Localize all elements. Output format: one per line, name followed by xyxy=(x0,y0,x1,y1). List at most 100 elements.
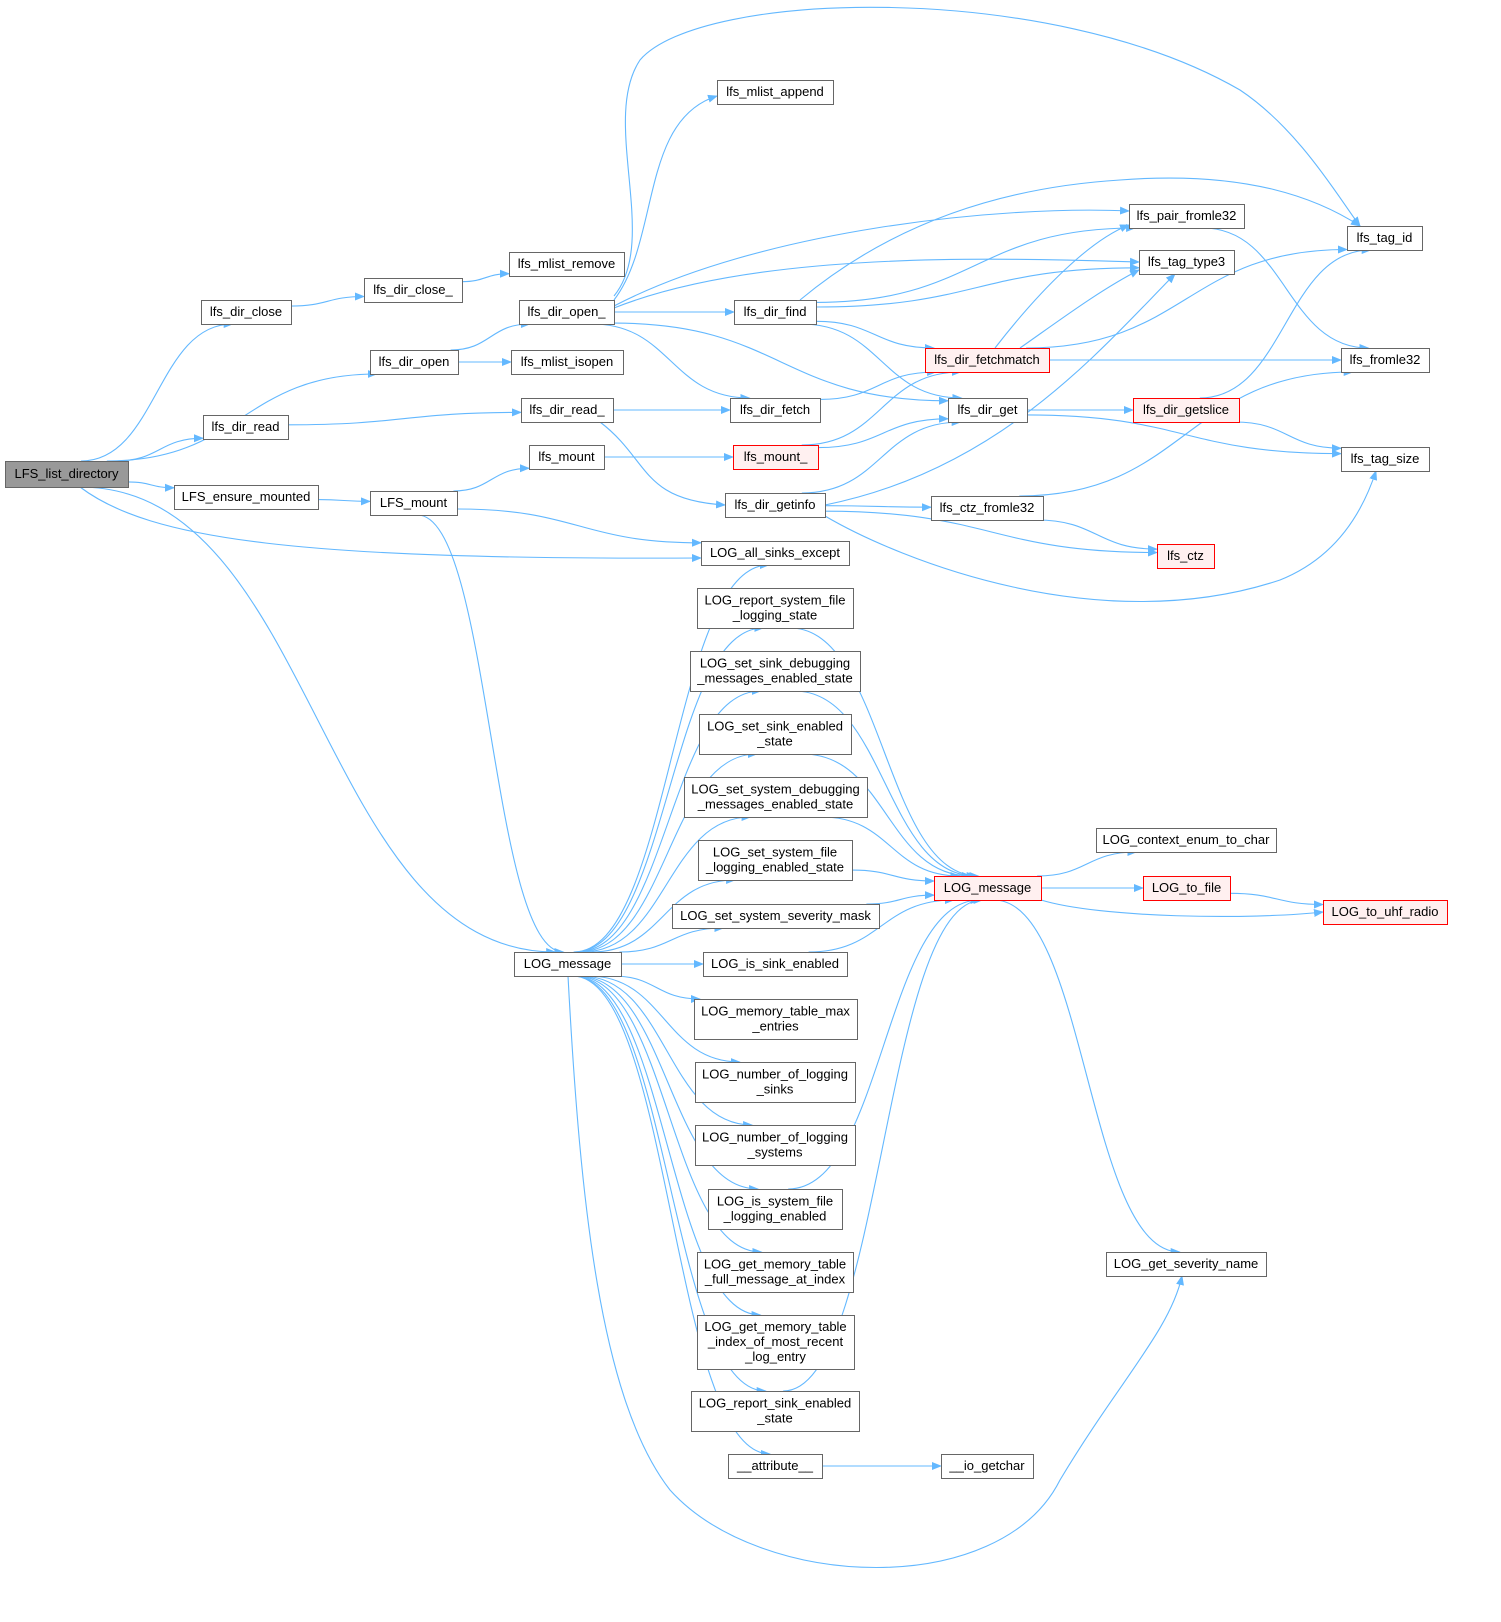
node-LOG_set_system_severity_mask[interactable]: LOG_set_system_severity_mask xyxy=(672,904,880,929)
node-lfs_dir_close[interactable]: lfs_dir_close xyxy=(201,300,292,325)
node-LOG_to_file[interactable]: LOG_to_file xyxy=(1143,876,1231,901)
node-LOG_number_of_logging_systems[interactable]: LOG_number_of_logging_systems xyxy=(695,1125,856,1166)
node-box xyxy=(728,1454,823,1479)
node-label: _state xyxy=(756,1411,792,1426)
edge-root-to-lfs_dir_close xyxy=(80,320,234,462)
edge-LOG_message_b-to-LOG_get_severity_name xyxy=(993,899,1181,1256)
node-LFS_ensure_mounted[interactable]: LFS_ensure_mounted xyxy=(174,485,319,510)
node-label: LOG_memory_table_max xyxy=(701,1004,850,1019)
node-box xyxy=(684,777,868,818)
edge-LOG_set_sink_enabled_state-to-LOG_message_b xyxy=(802,753,972,880)
node-label: lfs_dir_close xyxy=(210,304,282,319)
node-LOG_all_sinks_except[interactable]: LOG_all_sinks_except xyxy=(701,541,850,566)
node-label: _index_of_most_recent xyxy=(707,1334,844,1349)
node-label: lfs_dir_getinfo xyxy=(735,497,816,512)
node-lfs_ctz_fromle32[interactable]: lfs_ctz_fromle32 xyxy=(931,496,1044,521)
node-lfs_tag_id[interactable]: lfs_tag_id xyxy=(1347,226,1423,251)
node-label: LOG_get_severity_name xyxy=(1114,1256,1259,1271)
node-layer: LFS_list_directory lfs_dir_close lfs_dir_o… xyxy=(5,80,1448,1479)
edge-LOG_message_a-to-LOG_number_of_logging_sinks xyxy=(588,975,741,1066)
edge-LOG_to_file-to-LOG_to_uhf_radio xyxy=(1229,892,1324,909)
node-box xyxy=(1341,447,1430,472)
node-label: lfs_dir_close_ xyxy=(373,282,453,297)
node-LOG_memory_table_max_entries[interactable]: LOG_memory_table_max_entries xyxy=(694,999,858,1040)
edge-LOG_message_a-to-LOG_set_sink_enabled_state xyxy=(578,750,758,953)
node-box xyxy=(699,714,852,755)
node-label: LOG_message xyxy=(944,880,1031,895)
node-lfs_dir_fetch[interactable]: lfs_dir_fetch xyxy=(730,398,821,423)
node-lfs_dir_find[interactable]: lfs_dir_find xyxy=(734,300,817,325)
edge-lfs_dir_open_-to-lfs_dir_fetch xyxy=(591,323,751,402)
node-LOG_report_sink_enabled_state[interactable]: LOG_report_sink_enabled_state xyxy=(691,1391,860,1432)
node-LOG_set_sink_debugging_messages_enabled_state[interactable]: LOG_set_sink_debugging_messages_enabled_… xyxy=(690,651,861,692)
edge-layer xyxy=(79,6,1378,1568)
node-lfs_dir_getinfo[interactable]: lfs_dir_getinfo xyxy=(725,493,826,518)
node-label: _logging_enabled_state xyxy=(705,860,844,875)
node-lfs_tag_size[interactable]: lfs_tag_size xyxy=(1341,447,1430,472)
node-box xyxy=(734,300,817,325)
node-lfs_dir_close_[interactable]: lfs_dir_close_ xyxy=(364,278,463,303)
edge-LOG_message_a-to-LOG_get_severity_name xyxy=(567,975,1184,1568)
node-LOG_to_uhf_radio[interactable]: LOG_to_uhf_radio xyxy=(1323,900,1448,925)
node-label: LOG_all_sinks_except xyxy=(710,545,840,560)
node-LOG_set_system_debugging_messages_enabled_state[interactable]: LOG_set_system_debugging_messages_enable… xyxy=(684,777,868,818)
node-LOG_get_memory_table_full_message_at_index[interactable]: LOG_get_memory_table_full_message_at_ind… xyxy=(697,1252,854,1293)
node-box xyxy=(1129,204,1245,229)
node-label: LOG_number_of_logging xyxy=(702,1130,848,1145)
node-label: LOG_set_system_debugging xyxy=(691,782,859,797)
node-io_getchar[interactable]: __io_getchar xyxy=(941,1454,1034,1479)
node-lfs_dir_read[interactable]: lfs_dir_read xyxy=(203,415,289,440)
edge-LOG_message_a-to-LOG_set_sink_debugging_messages_enabled_state xyxy=(575,687,762,953)
edge-lfs_dir_find-to-lfs_pair_fromle32 xyxy=(815,224,1137,303)
edge-lfs_dir_getinfo-to-lfs_tag_size xyxy=(824,470,1378,603)
node-box xyxy=(717,80,834,105)
node-LOG_number_of_logging_sinks[interactable]: LOG_number_of_logging_sinks xyxy=(695,1062,856,1103)
edge-lfs_dir_find-to-lfs_dir_get xyxy=(800,323,963,402)
node-label: lfs_mount xyxy=(538,449,595,464)
node-LOG_get_memory_table_index_of_most_recent_log_entry[interactable]: LOG_get_memory_table_index_of_most_recen… xyxy=(697,1315,855,1370)
node-box xyxy=(691,1391,860,1432)
node-LOG_report_system_file_logging_state[interactable]: LOG_report_system_file_logging_state xyxy=(697,588,854,629)
node-LOG_message_a[interactable]: LOG_message xyxy=(514,952,622,977)
edge-LOG_set_system_debugging_messages_enabled_state-to-LOG_message_b xyxy=(822,816,961,880)
edge-LOG_set_sink_debugging_messages_enabled_state-to-LOG_message_b xyxy=(794,690,977,880)
node-lfs_mlist_isopen[interactable]: lfs_mlist_isopen xyxy=(511,350,624,375)
node-lfs_mlist_remove[interactable]: lfs_mlist_remove xyxy=(509,252,625,277)
node-lfs_mount_[interactable]: lfs_mount_ xyxy=(733,445,819,470)
node-lfs_mount[interactable]: lfs_mount xyxy=(529,445,605,470)
edge-LOG_report_system_file_logging_state-to-LOG_message_b xyxy=(790,627,980,880)
node-label: lfs_fromle32 xyxy=(1350,352,1421,367)
node-label: lfs_mlist_append xyxy=(726,84,824,99)
edge-lfs_dir_get-to-lfs_tag_size xyxy=(1026,414,1342,458)
node-lfs_dir_get[interactable]: lfs_dir_get xyxy=(948,398,1028,423)
node-lfs_dir_read_[interactable]: lfs_dir_read_ xyxy=(521,398,614,423)
node-LOG_set_system_file_logging_enabled_state[interactable]: LOG_set_system_file_logging_enabled_stat… xyxy=(698,840,853,881)
node-LOG_get_severity_name[interactable]: LOG_get_severity_name xyxy=(1106,1252,1267,1277)
node-LOG_set_sink_enabled_state[interactable]: LOG_set_sink_enabled_state xyxy=(699,714,852,755)
node-LOG_context_enum_to_char[interactable]: LOG_context_enum_to_char xyxy=(1096,828,1277,853)
node-attribute[interactable]: __attribute__ xyxy=(728,1454,823,1479)
node-lfs_ctz[interactable]: lfs_ctz xyxy=(1157,544,1215,569)
node-LFS_mount[interactable]: LFS_mount xyxy=(370,491,458,516)
node-lfs_pair_fromle32[interactable]: lfs_pair_fromle32 xyxy=(1129,204,1245,229)
node-LOG_is_system_file_logging_enabled[interactable]: LOG_is_system_file_logging_enabled xyxy=(708,1189,843,1230)
node-box xyxy=(370,491,458,516)
node-lfs_dir_open[interactable]: lfs_dir_open xyxy=(370,350,459,375)
node-box xyxy=(925,348,1050,373)
node-lfs_dir_fetchmatch[interactable]: lfs_dir_fetchmatch xyxy=(925,348,1050,373)
node-lfs_fromle32[interactable]: lfs_fromle32 xyxy=(1341,348,1430,373)
node-box xyxy=(5,461,129,488)
node-lfs_dir_open_[interactable]: lfs_dir_open_ xyxy=(519,300,615,325)
node-LOG_message_b[interactable]: LOG_message xyxy=(934,876,1042,901)
edge-lfs_dir_open_-to-lfs_dir_get xyxy=(613,322,949,405)
edge-lfs_dir_open_-to-lfs_pair_fromle32 xyxy=(613,206,1130,307)
edge-root-to-LOG_message_a xyxy=(79,486,557,956)
node-lfs_mlist_append[interactable]: lfs_mlist_append xyxy=(717,80,834,105)
node-lfs_dir_getslice[interactable]: lfs_dir_getslice xyxy=(1133,398,1240,423)
node-label: lfs_tag_size xyxy=(1351,451,1420,466)
node-LOG_is_sink_enabled[interactable]: LOG_is_sink_enabled xyxy=(703,952,848,977)
node-label: LFS_list_directory xyxy=(14,466,119,481)
node-box xyxy=(1096,828,1277,853)
node-lfs_tag_type3[interactable]: lfs_tag_type3 xyxy=(1139,250,1235,275)
